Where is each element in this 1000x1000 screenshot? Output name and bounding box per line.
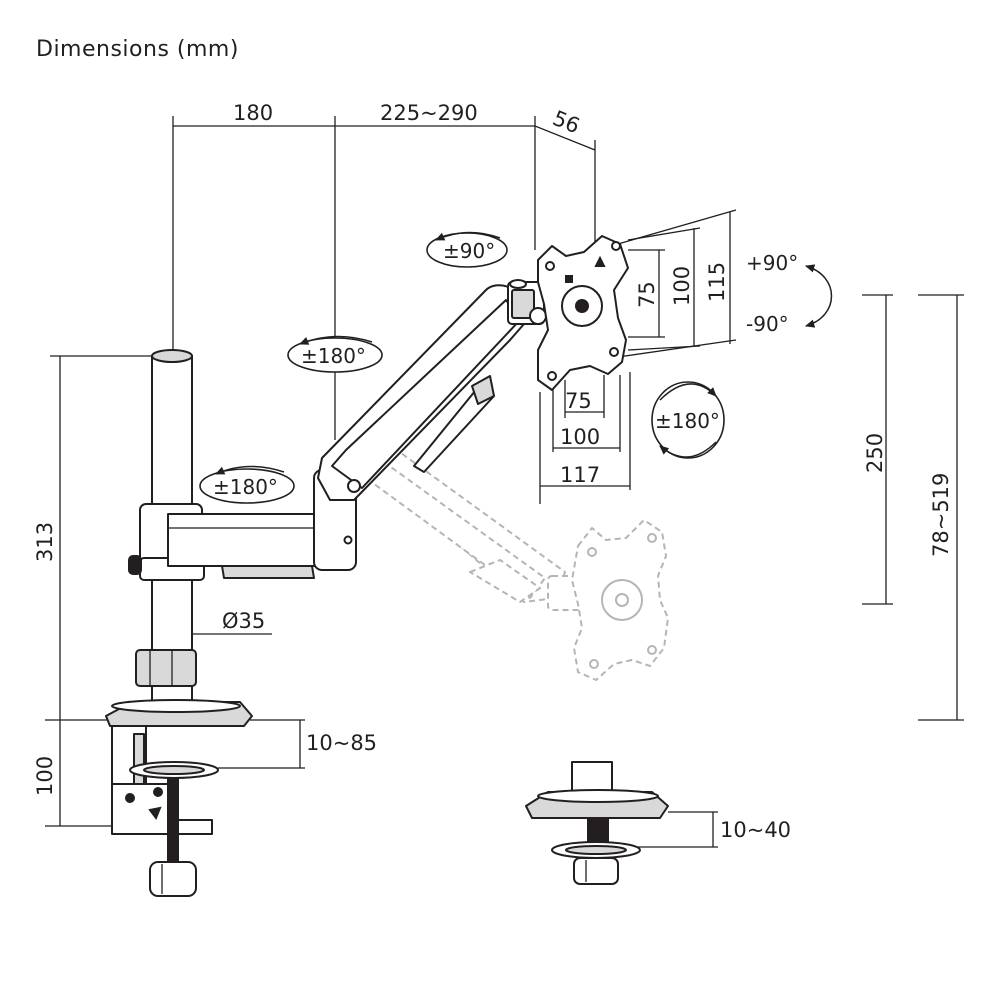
- rotation-tilt-up-label: +90°: [746, 251, 798, 275]
- rotation-arm-base-label: ±180°: [213, 475, 278, 499]
- dim-clamp-range: 10~85: [306, 731, 377, 755]
- rotation-head-swivel: ±90°: [426, 231, 508, 268]
- dim-78-519: 78~519: [929, 473, 953, 557]
- vesa-vertical-dimensions: [617, 209, 737, 358]
- tilt-head: [507, 279, 547, 325]
- dim-vesa-117-h: 117: [560, 463, 600, 487]
- desk-clamp: [105, 699, 253, 897]
- dim-pole-diameter: Ø35: [222, 609, 265, 633]
- dim-225-290: 225~290: [380, 101, 478, 125]
- rotation-tilt: +90° -90°: [746, 251, 833, 336]
- rotation-head-swivel-label: ±90°: [443, 239, 495, 263]
- diagram-title: Dimensions (mm): [36, 37, 239, 62]
- grommet-mount: [525, 761, 669, 885]
- rotation-tilt-down-label: -90°: [746, 312, 789, 336]
- rotation-plate: ±180°: [651, 381, 725, 459]
- dim-313: 313: [33, 522, 57, 562]
- dim-vesa-100-h: 100: [560, 425, 600, 449]
- upper-arm: [317, 284, 525, 501]
- dim-100-clamp: 100: [33, 756, 57, 796]
- top-dimension-lines: [172, 116, 596, 440]
- clamp-height-dimension: [45, 720, 112, 827]
- dim-grommet-range: 10~40: [720, 818, 791, 842]
- vesa-plate: [537, 235, 629, 391]
- dim-vesa-115-v: 115: [705, 262, 729, 302]
- vesa-horizontal-dimensions: [539, 372, 631, 504]
- dim-vesa-100-v: 100: [670, 266, 694, 306]
- dim-vesa-75-v: 75: [635, 281, 659, 308]
- height-adjust-dimension: [862, 294, 893, 605]
- total-height-dimension: [918, 294, 964, 721]
- grommet-range-dimension: [638, 811, 718, 848]
- dim-250: 250: [863, 433, 887, 473]
- dim-180: 180: [233, 101, 273, 125]
- rotation-arm-mid-label: ±180°: [301, 344, 366, 368]
- clamp-range-dimension: [218, 719, 305, 769]
- dim-vesa-75-h: 75: [565, 389, 592, 413]
- lowered-position-ghost: [339, 431, 669, 681]
- rotation-arm-mid: ±180°: [287, 335, 383, 373]
- rotation-arm-base: ±180°: [199, 465, 295, 504]
- rotation-plate-label: ±180°: [655, 409, 720, 433]
